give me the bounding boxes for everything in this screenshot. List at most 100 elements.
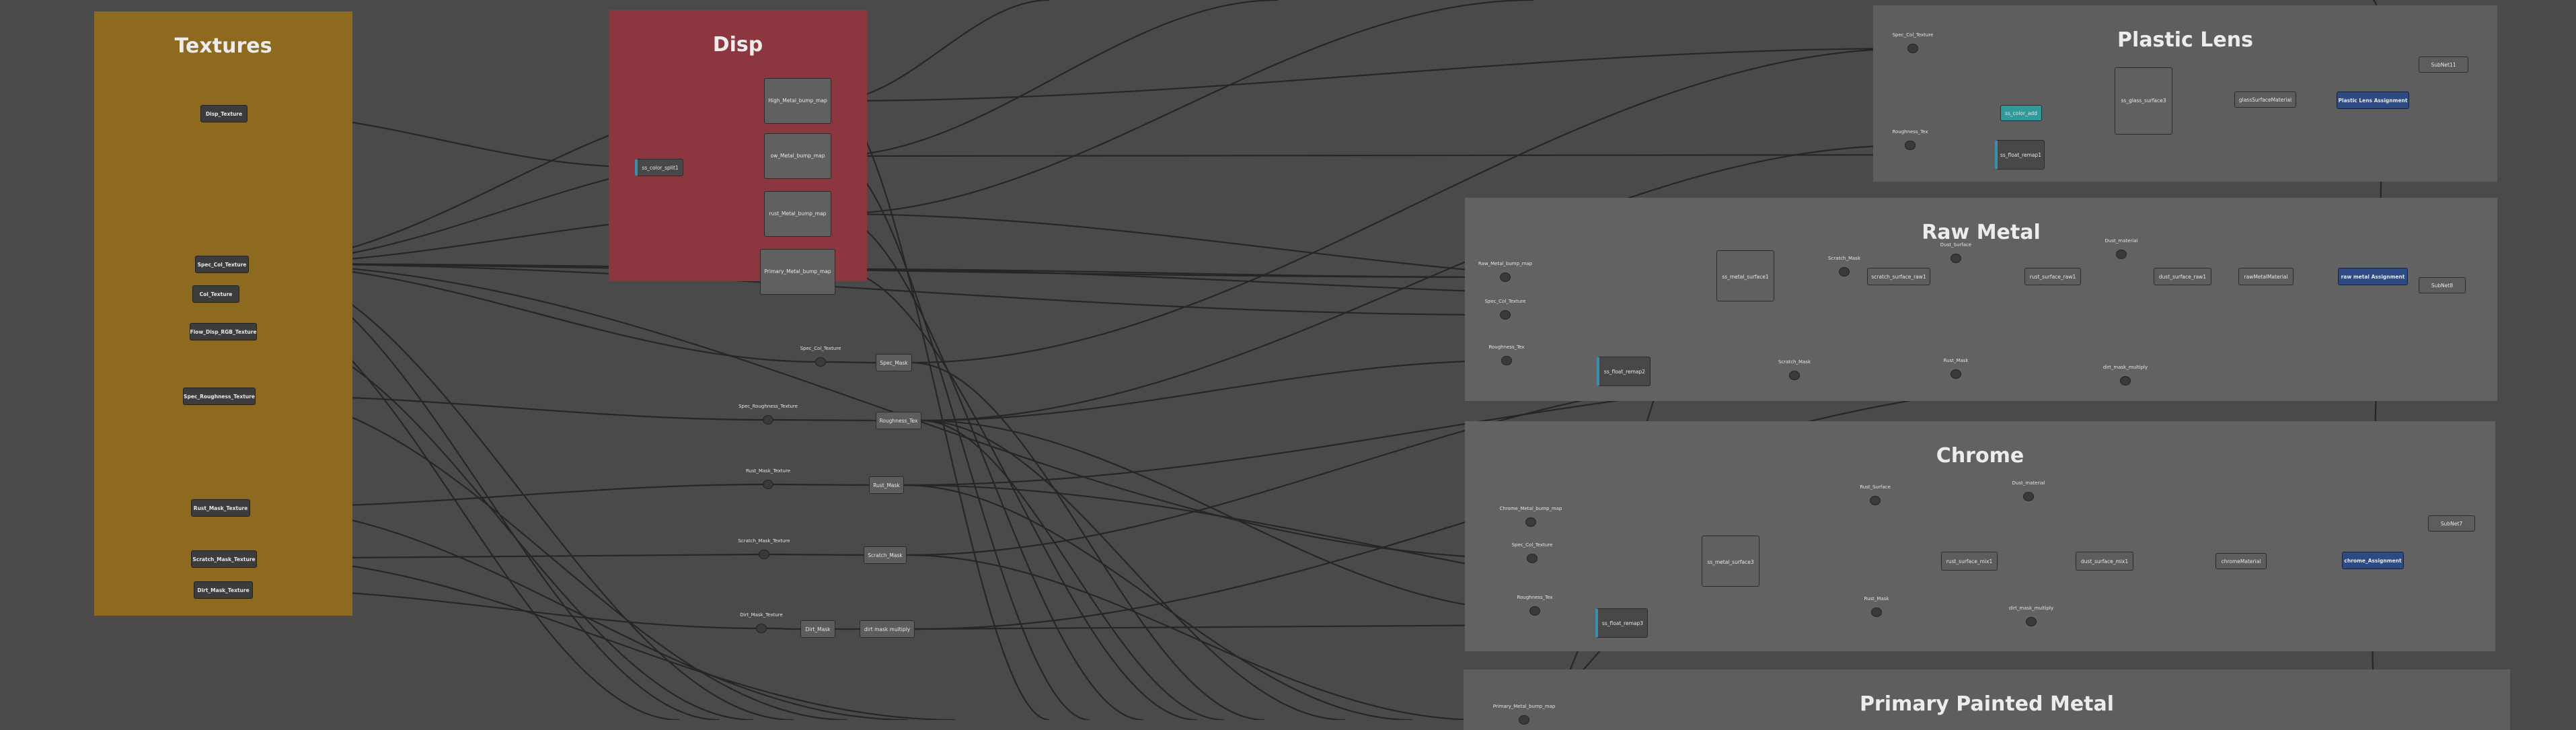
wire[interactable] xyxy=(771,483,870,486)
node-raw-metal-material[interactable]: rawMetalMaterial xyxy=(2238,268,2294,285)
node-ss-color-add[interactable]: ss_color_add xyxy=(2000,105,2042,121)
node-ss-float-remap-chrome[interactable]: ss_float_remap3 xyxy=(1595,608,1648,638)
wire[interactable] xyxy=(903,484,1413,720)
dot-node[interactable] xyxy=(1527,554,1538,563)
dot-node[interactable] xyxy=(759,550,769,559)
node-rust-surface-raw[interactable]: rust_surface_raw1 xyxy=(2024,268,2081,285)
node-rust-surface-mix[interactable]: rust_surface_mix1 xyxy=(1941,552,1998,571)
node-subnet7[interactable]: SubNet7 xyxy=(2428,515,2475,532)
dot-node[interactable] xyxy=(2116,250,2127,259)
dot-node[interactable] xyxy=(815,357,826,367)
wire[interactable] xyxy=(835,268,1198,720)
dot-node[interactable] xyxy=(1907,44,1918,53)
wire[interactable] xyxy=(921,419,1536,612)
dot-node-label: dirt_mask_multiply xyxy=(2008,606,2054,611)
dot-node[interactable] xyxy=(1950,369,1961,379)
wire[interactable] xyxy=(825,361,876,364)
wire[interactable] xyxy=(256,557,956,720)
dot-node-label: Dust_Surface xyxy=(1940,242,1972,248)
wire[interactable] xyxy=(831,153,1996,157)
dot-node[interactable] xyxy=(2026,617,2037,626)
wire[interactable] xyxy=(831,47,1914,102)
node-dirt-mask[interactable]: Dirt_Mask xyxy=(800,620,835,638)
node-rust-metal-bump-map[interactable]: rust_Metal_bump_map xyxy=(764,191,831,237)
wire[interactable] xyxy=(911,361,1265,720)
dot-node-label: Spec_Col_Texture xyxy=(1511,542,1553,548)
wire[interactable] xyxy=(766,627,801,630)
wire[interactable] xyxy=(769,553,864,556)
node-primary-metal-bump-map[interactable]: Primary_Metal_bump_map xyxy=(760,249,835,295)
node-col-texture[interactable]: Col_Texture xyxy=(192,285,239,303)
node-spec-roughness-texture[interactable]: Spec_Roughness_Texture xyxy=(183,388,256,405)
node-disp-texture[interactable]: Disp_Texture xyxy=(200,105,248,122)
node-dirt-mask-multiply[interactable]: dirt mask multiply xyxy=(860,620,915,638)
wire[interactable] xyxy=(248,262,1533,560)
node-scratch-surface-raw[interactable]: scratch_surface_raw1 xyxy=(1867,268,1930,285)
backdrop-primary-painted-metal[interactable]: Primary Painted Metal xyxy=(1464,669,2510,730)
node-glass-surface-material[interactable]: glassSurfaceMaterial xyxy=(2234,92,2296,108)
node-ss-metal-surface-raw[interactable]: ss_metal_surface1 xyxy=(1716,250,1774,301)
wire[interactable] xyxy=(921,144,1911,422)
dot-node[interactable] xyxy=(1501,356,1512,365)
node-high-metal-bump-map[interactable]: High_Metal_bump_map xyxy=(764,78,831,124)
node-ss-glass-surface[interactable]: ss_glass_surface3 xyxy=(2115,67,2172,135)
wire[interactable] xyxy=(921,419,1225,720)
node-spec-col-texture[interactable]: Spec_Col_Texture xyxy=(195,256,249,273)
dot-node[interactable] xyxy=(2120,376,2131,386)
node-ss-color-split[interactable]: ss_color_split1 xyxy=(635,159,683,176)
node-scratch-mask-texture[interactable]: Scratch_Mask_Texture xyxy=(191,550,257,568)
node-subnet8[interactable]: SubNet8 xyxy=(2419,277,2466,293)
dot-node[interactable] xyxy=(1905,141,1916,150)
node-scratch-mask[interactable]: Scratch_Mask xyxy=(864,546,907,564)
node-chrome-assignment[interactable]: chrome_Assignment xyxy=(2342,552,2404,569)
dot-node[interactable] xyxy=(1500,272,1511,282)
dot-node[interactable] xyxy=(1789,371,1800,380)
dot-node-label: Spec_Roughness_Texture xyxy=(738,404,798,409)
wire[interactable] xyxy=(771,418,876,422)
dot-node[interactable] xyxy=(1519,715,1529,725)
node-dust-surface-raw[interactable]: dust_surface_raw1 xyxy=(2154,268,2211,285)
dot-node-label: Raw_Metal_bump_map xyxy=(1478,261,1533,266)
dot-node[interactable] xyxy=(763,480,773,489)
wire[interactable] xyxy=(248,262,1506,316)
node-dust-surface-mix[interactable]: dust_surface_mix1 xyxy=(2076,552,2133,571)
node-plastic-lens-assignment[interactable]: Plastic Lens Assignment xyxy=(2337,92,2409,109)
wire[interactable] xyxy=(911,47,1914,364)
dot-node[interactable] xyxy=(1950,254,1961,263)
node-roughness-tex[interactable]: Roughness_Tex xyxy=(876,412,921,429)
wire[interactable] xyxy=(906,554,1480,720)
node-spec-mask[interactable]: Spec_Mask xyxy=(876,354,912,371)
dot-node[interactable] xyxy=(1500,310,1511,320)
node-rust-mask-texture[interactable]: Rust_Mask_Texture xyxy=(191,499,250,517)
dot-node[interactable] xyxy=(763,415,773,425)
node-flow-disp-rgb-texture[interactable]: Flow_Disp_RGB_Texture xyxy=(190,323,257,340)
dot-node[interactable] xyxy=(756,624,767,633)
node-ss-float-remap-raw[interactable]: ss_float_remap2 xyxy=(1597,357,1651,386)
node-ss-float-remap-plastic[interactable]: ss_float_remap1 xyxy=(1995,140,2045,170)
dot-node[interactable] xyxy=(1525,517,1536,527)
dot-node-label: Scratch_Mask_Texture xyxy=(738,538,790,544)
wire[interactable] xyxy=(248,262,1506,279)
node-rust-mask[interactable]: Rust_Mask xyxy=(869,476,904,494)
wire[interactable] xyxy=(921,419,1346,720)
wire[interactable] xyxy=(831,0,1534,215)
wire[interactable] xyxy=(921,359,1507,422)
wire[interactable] xyxy=(831,213,1144,720)
wire[interactable] xyxy=(831,155,1090,720)
node-ow-metal-bump-map[interactable]: ow_Metal_bump_map xyxy=(764,133,831,179)
node-subnet11[interactable]: SubNet11 xyxy=(2419,57,2468,73)
node-chrome-material[interactable]: chromeMaterial xyxy=(2215,553,2267,569)
dot-node[interactable] xyxy=(2023,492,2034,501)
wire[interactable] xyxy=(831,0,1279,157)
dot-node-label: dirt_mask_multiply xyxy=(2103,365,2148,370)
dot-node[interactable] xyxy=(1870,496,1881,505)
dot-node[interactable] xyxy=(1871,608,1882,617)
dot-node[interactable] xyxy=(1839,267,1850,277)
dot-node-label: Chrome_Metal_bump_map xyxy=(1499,506,1562,511)
dot-node[interactable] xyxy=(1529,606,1540,616)
node-ss-metal-surface-chrome[interactable]: ss_metal_surface3 xyxy=(1702,536,1759,587)
backdrop-textures[interactable]: Textures xyxy=(94,11,352,616)
node-raw-metal-assignment[interactable]: raw metal Assignment xyxy=(2338,268,2408,285)
dot-node-label: Rust_Mask xyxy=(1864,596,1889,601)
node-dirt-mask-texture[interactable]: Dirt_Mask_Texture xyxy=(194,581,253,599)
